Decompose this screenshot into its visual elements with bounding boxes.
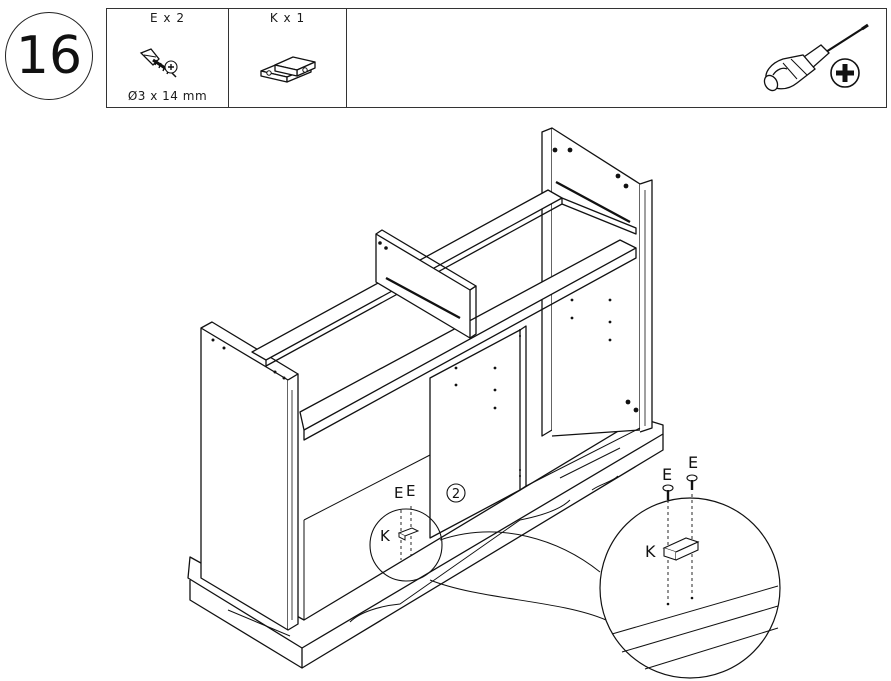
zoom-callout: E E K (599, 453, 781, 679)
zoom-magnetic-catch (662, 537, 700, 561)
position-marker-label: 2 (452, 487, 460, 502)
parts-list-box: E x 2 Ø3 x 14 mm K x 1 (106, 8, 887, 108)
part-k-quantity: K x 1 (269, 11, 306, 25)
small-callout-screw-label-2: E (406, 482, 415, 500)
zoom-callout-screw-label-2: E (688, 453, 698, 472)
position-marker (446, 483, 466, 503)
step-number-badge: 16 (5, 12, 93, 100)
magnetic-catch-icon (260, 56, 316, 83)
part-e-size: Ø3 x 14 mm (127, 89, 208, 103)
small-callout: E E K (369, 482, 443, 582)
small-callout-catch-label: K (380, 527, 391, 545)
zoom-callout-screw-label-1: E (662, 465, 672, 484)
small-callout-screw-label-1: E (394, 484, 403, 502)
zoom-screw-right-icon (686, 474, 698, 490)
zoom-screw-left-icon (662, 484, 674, 500)
zoom-callout-catch-label: K (645, 542, 656, 561)
phillips-screwdriver-icon (763, 23, 869, 92)
part-cell-e: E x 2 Ø3 x 14 mm (107, 9, 229, 107)
part-cell-k: K x 1 (229, 9, 347, 107)
part-e-quantity: E x 2 (150, 11, 185, 25)
step-number: 16 (15, 26, 83, 86)
screw-icon (139, 48, 178, 78)
